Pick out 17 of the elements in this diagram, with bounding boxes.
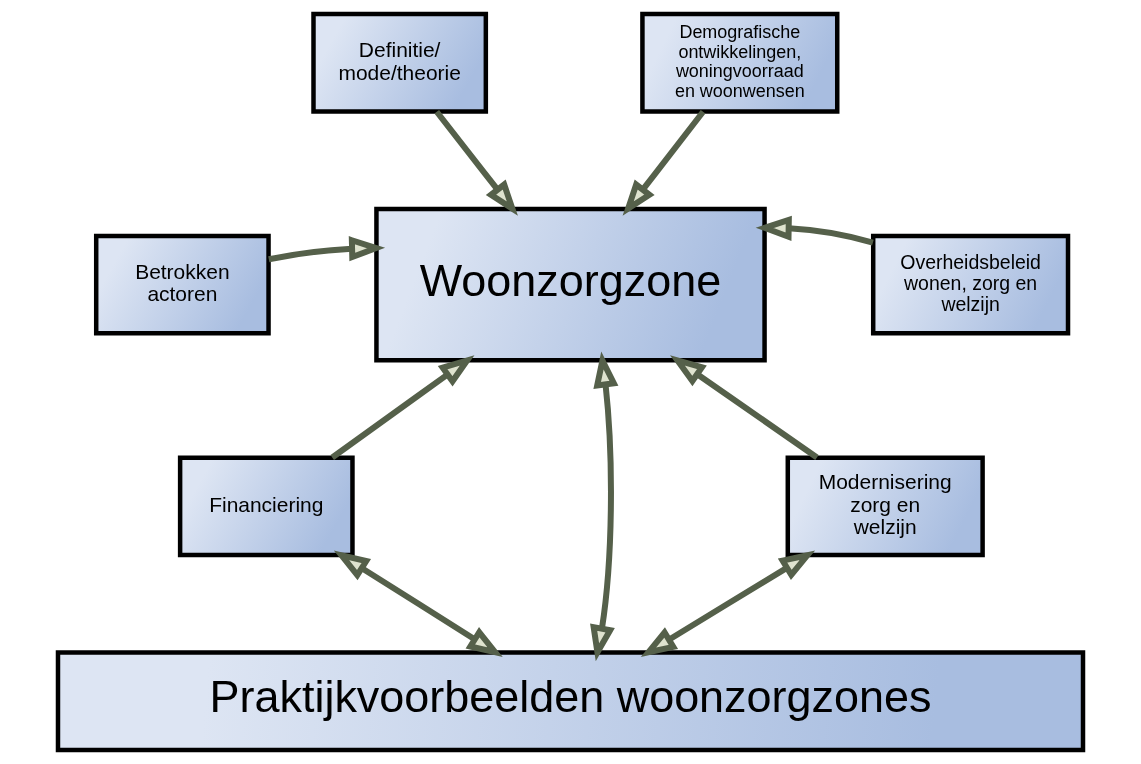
node-box: Demografische ontwikkelingen, woningvoorraad en woonwensen (640, 11, 840, 114)
arrow (622, 109, 706, 216)
node-box: Woonzorgzone (374, 206, 767, 363)
arrow (434, 109, 518, 216)
arrow (268, 236, 386, 263)
arrow (330, 355, 475, 460)
node-box: Modernisering zorg en welzijn (785, 455, 985, 558)
arrow (640, 550, 816, 657)
arrow (670, 355, 819, 460)
node-box: Financiering (177, 455, 355, 558)
node-box: Definitie/ mode/theorie (311, 11, 489, 114)
node-box: Overheidsbeleid wonen, zorg en welzijn (870, 233, 1071, 336)
node-box: Praktijkvoorbeelden woonzorgzones (55, 650, 1086, 753)
arrow (755, 215, 874, 246)
arrow (590, 351, 619, 662)
node-box: Betrokken actoren (93, 233, 271, 336)
arrow (333, 550, 503, 657)
